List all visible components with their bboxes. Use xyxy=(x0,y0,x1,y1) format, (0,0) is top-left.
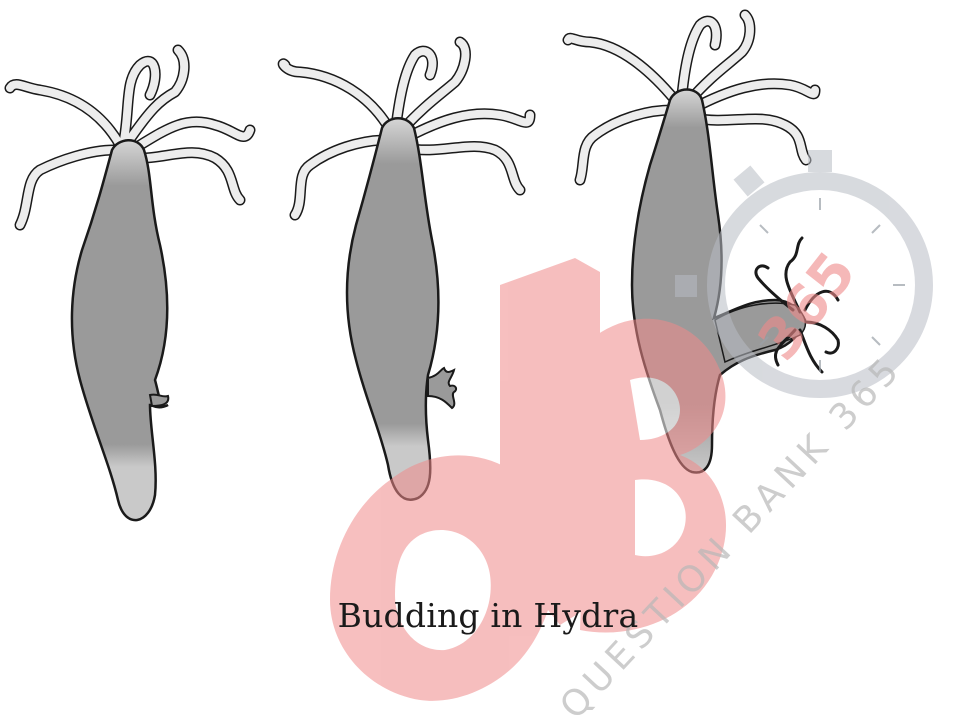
hydra-with-early-bud xyxy=(283,42,530,500)
figure-caption: Budding in Hydra xyxy=(0,596,976,635)
hydra-adult-bud-nub xyxy=(150,395,168,406)
hydra-early-bud-body xyxy=(347,118,438,499)
hydra-adult-body xyxy=(72,140,168,520)
hydra-adult xyxy=(10,50,250,520)
hydra-early-bud xyxy=(428,368,456,408)
